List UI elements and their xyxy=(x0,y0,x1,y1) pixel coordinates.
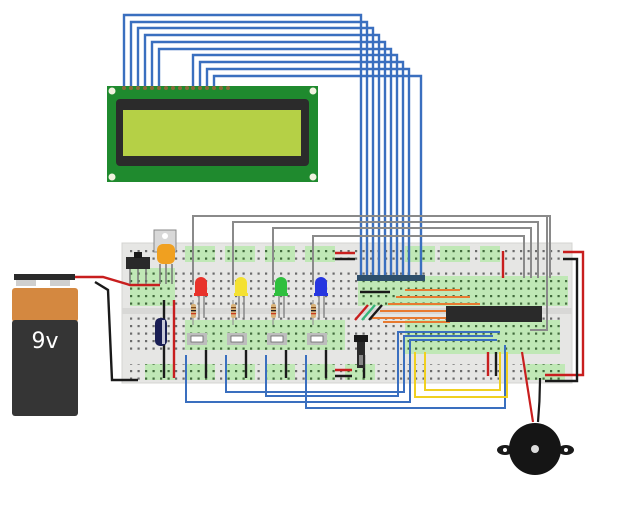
electrolytic-capacitor xyxy=(155,318,167,346)
microcontroller-ic xyxy=(446,306,542,322)
pushbutton[interactable] xyxy=(227,333,247,345)
lcd-screen xyxy=(123,110,301,156)
ic-power-wires xyxy=(486,352,498,376)
lcd-pins xyxy=(122,86,230,90)
buzzer-wires xyxy=(520,351,542,423)
lcd-header-connector xyxy=(357,275,425,281)
voltage-regulator xyxy=(153,229,177,284)
pushbutton[interactable] xyxy=(187,333,207,345)
right-power-wires xyxy=(545,250,585,383)
led-array xyxy=(187,277,328,378)
led-red-assembly xyxy=(187,277,208,378)
led-blue-assembly xyxy=(307,277,328,378)
led-yellow xyxy=(235,277,247,294)
led-signal-wires xyxy=(192,215,551,331)
pushbutton[interactable] xyxy=(267,333,287,345)
lcd-module xyxy=(107,86,318,182)
yellow-wires xyxy=(414,352,508,398)
slide-switch xyxy=(126,252,150,284)
left-power-wires xyxy=(75,275,176,382)
led-green-assembly xyxy=(267,277,288,378)
led-red xyxy=(195,277,207,294)
breadboard xyxy=(121,242,573,384)
pushbutton[interactable] xyxy=(307,333,327,345)
battery-9v: 9v xyxy=(12,274,78,416)
led-green xyxy=(275,277,287,294)
led-blue xyxy=(315,277,327,294)
button-wires xyxy=(185,331,506,409)
potentiometer xyxy=(354,335,368,368)
battery-label: 9v xyxy=(31,329,58,354)
led-yellow-assembly xyxy=(227,277,248,378)
lcd-data-wires xyxy=(122,13,423,278)
battery-connector xyxy=(14,274,75,280)
piezo-buzzer xyxy=(497,423,574,475)
